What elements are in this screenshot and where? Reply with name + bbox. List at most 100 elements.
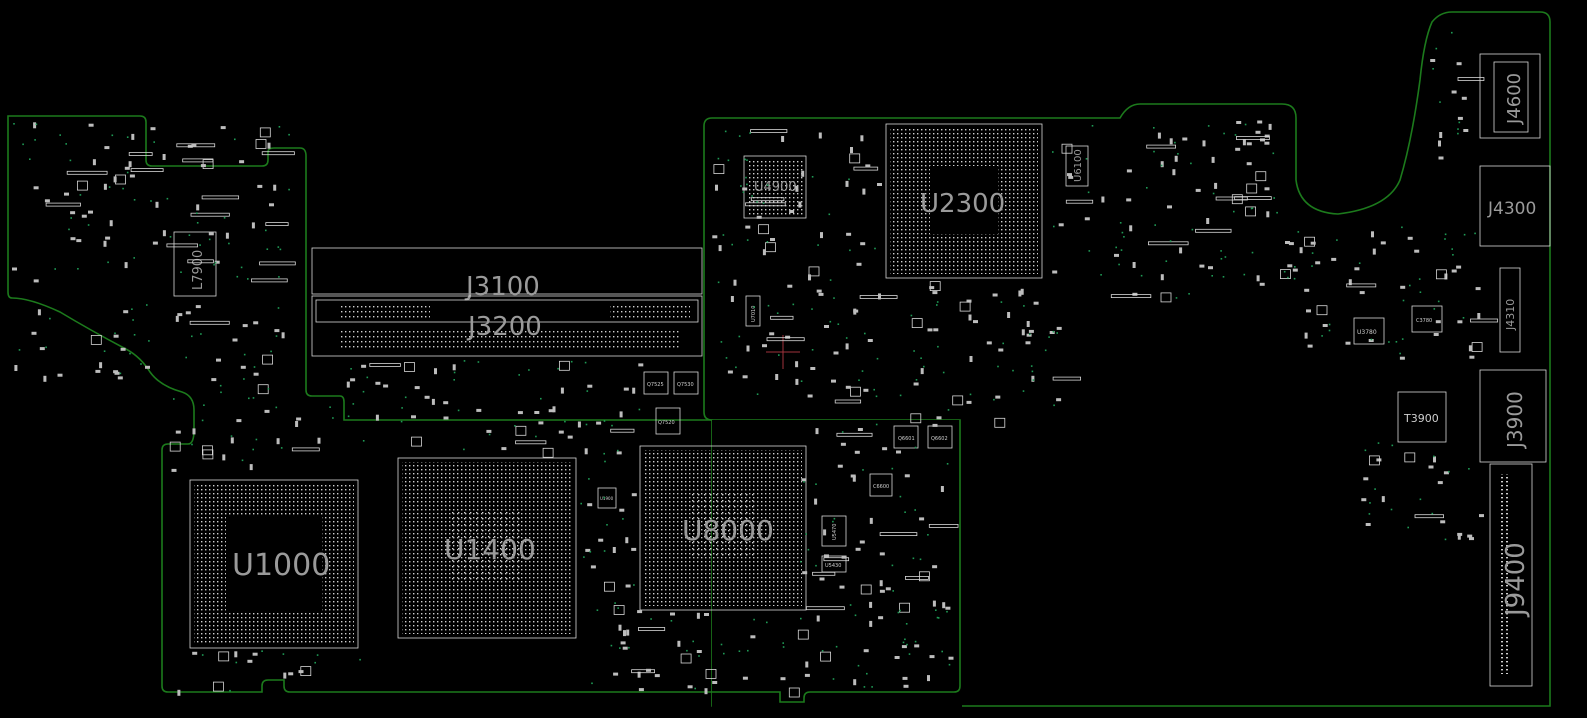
- passive-component[interactable]: [538, 421, 544, 425]
- passive-component[interactable]: [850, 386, 861, 397]
- passive-component[interactable]: [1182, 137, 1188, 141]
- chip-u6100[interactable]: [1065, 145, 1089, 187]
- passive-component[interactable]: [929, 655, 935, 659]
- passive-component[interactable]: [1287, 264, 1293, 268]
- passive-component[interactable]: [57, 373, 63, 377]
- passive-component[interactable]: [33, 279, 39, 283]
- passive-component[interactable]: [852, 475, 856, 482]
- passive-component[interactable]: [1433, 333, 1439, 336]
- passive-component[interactable]: [1381, 496, 1385, 503]
- passive-component[interactable]: [383, 384, 389, 388]
- passive-component[interactable]: [903, 684, 909, 688]
- passive-component[interactable]: [623, 387, 629, 391]
- passive-component[interactable]: [824, 554, 829, 558]
- passive-component[interactable]: [33, 122, 37, 129]
- passive-component[interactable]: [249, 464, 253, 471]
- connector-j3100[interactable]: [311, 247, 703, 295]
- passive-component[interactable]: [913, 382, 919, 386]
- passive-component[interactable]: [1304, 288, 1310, 292]
- passive-component[interactable]: [1255, 130, 1261, 134]
- passive-component[interactable]: [746, 345, 750, 352]
- passive-component[interactable]: [214, 260, 220, 264]
- passive-component[interactable]: [1316, 305, 1328, 316]
- passive-component[interactable]: [1435, 320, 1441, 324]
- passive-component[interactable]: [850, 147, 853, 153]
- connector-j4310[interactable]: [1499, 267, 1521, 353]
- passive-component[interactable]: [177, 689, 181, 696]
- passive-component[interactable]: [705, 669, 717, 679]
- passive-component[interactable]: [727, 370, 733, 374]
- passive-component[interactable]: [70, 211, 76, 215]
- passive-component[interactable]: [259, 261, 296, 266]
- passive-component[interactable]: [1172, 169, 1176, 176]
- passive-component[interactable]: [927, 675, 930, 682]
- passive-component[interactable]: [255, 139, 267, 149]
- passive-component[interactable]: [1457, 320, 1463, 324]
- passive-component[interactable]: [261, 151, 295, 156]
- passive-component[interactable]: [486, 429, 492, 433]
- passive-component[interactable]: [1061, 143, 1073, 154]
- passive-component[interactable]: [558, 430, 564, 434]
- passive-component[interactable]: [824, 325, 829, 328]
- passive-component[interactable]: [162, 230, 166, 237]
- passive-component[interactable]: [598, 538, 604, 542]
- passive-component[interactable]: [795, 185, 799, 192]
- passive-component[interactable]: [789, 210, 795, 213]
- passive-component[interactable]: [867, 339, 873, 342]
- passive-component[interactable]: [212, 681, 224, 692]
- passive-component[interactable]: [192, 651, 198, 655]
- passive-component[interactable]: [882, 447, 888, 451]
- passive-component[interactable]: [812, 571, 836, 576]
- passive-component[interactable]: [986, 341, 992, 345]
- passive-component[interactable]: [232, 338, 238, 342]
- passive-component[interactable]: [632, 387, 636, 394]
- passive-component[interactable]: [631, 493, 637, 497]
- passive-component[interactable]: [862, 188, 866, 195]
- passive-component[interactable]: [853, 309, 859, 313]
- passive-component[interactable]: [123, 310, 129, 314]
- passive-component[interactable]: [804, 673, 810, 677]
- passive-component[interactable]: [618, 624, 622, 631]
- passive-component[interactable]: [1195, 188, 1201, 192]
- passive-component[interactable]: [914, 644, 920, 648]
- passive-component[interactable]: [762, 344, 767, 348]
- passive-component[interactable]: [780, 677, 786, 681]
- passive-component[interactable]: [613, 605, 625, 615]
- part-q6601[interactable]: [893, 425, 919, 449]
- passive-component[interactable]: [631, 669, 655, 674]
- passive-component[interactable]: [945, 606, 951, 610]
- passive-component[interactable]: [995, 395, 1001, 399]
- passive-component[interactable]: [807, 394, 813, 398]
- passive-component[interactable]: [638, 688, 644, 692]
- passive-component[interactable]: [128, 161, 132, 168]
- passive-component[interactable]: [1407, 236, 1413, 240]
- passive-component[interactable]: [350, 378, 356, 382]
- passive-component[interactable]: [904, 474, 910, 478]
- passive-component[interactable]: [196, 204, 200, 211]
- passive-component[interactable]: [756, 215, 762, 219]
- passive-component[interactable]: [836, 432, 873, 437]
- passive-component[interactable]: [361, 364, 367, 368]
- passive-component[interactable]: [1101, 196, 1105, 203]
- passive-component[interactable]: [998, 348, 1004, 352]
- passive-component[interactable]: [1331, 257, 1337, 261]
- passive-component[interactable]: [745, 202, 786, 207]
- passive-component[interactable]: [1470, 318, 1499, 323]
- passive-component[interactable]: [869, 517, 873, 524]
- passive-component[interactable]: [622, 646, 628, 650]
- passive-component[interactable]: [745, 225, 751, 229]
- passive-component[interactable]: [104, 146, 110, 150]
- passive-component[interactable]: [818, 132, 822, 139]
- passive-component[interactable]: [750, 635, 756, 639]
- passive-component[interactable]: [1469, 355, 1475, 359]
- passive-component[interactable]: [476, 408, 482, 412]
- passive-component[interactable]: [841, 555, 847, 559]
- passive-component[interactable]: [1463, 129, 1469, 132]
- passive-component[interactable]: [1084, 217, 1090, 221]
- passive-component[interactable]: [208, 232, 214, 236]
- passive-component[interactable]: [849, 153, 861, 164]
- passive-component[interactable]: [730, 296, 734, 302]
- passive-component[interactable]: [863, 649, 869, 653]
- passive-component[interactable]: [869, 601, 873, 608]
- passive-component[interactable]: [276, 438, 280, 445]
